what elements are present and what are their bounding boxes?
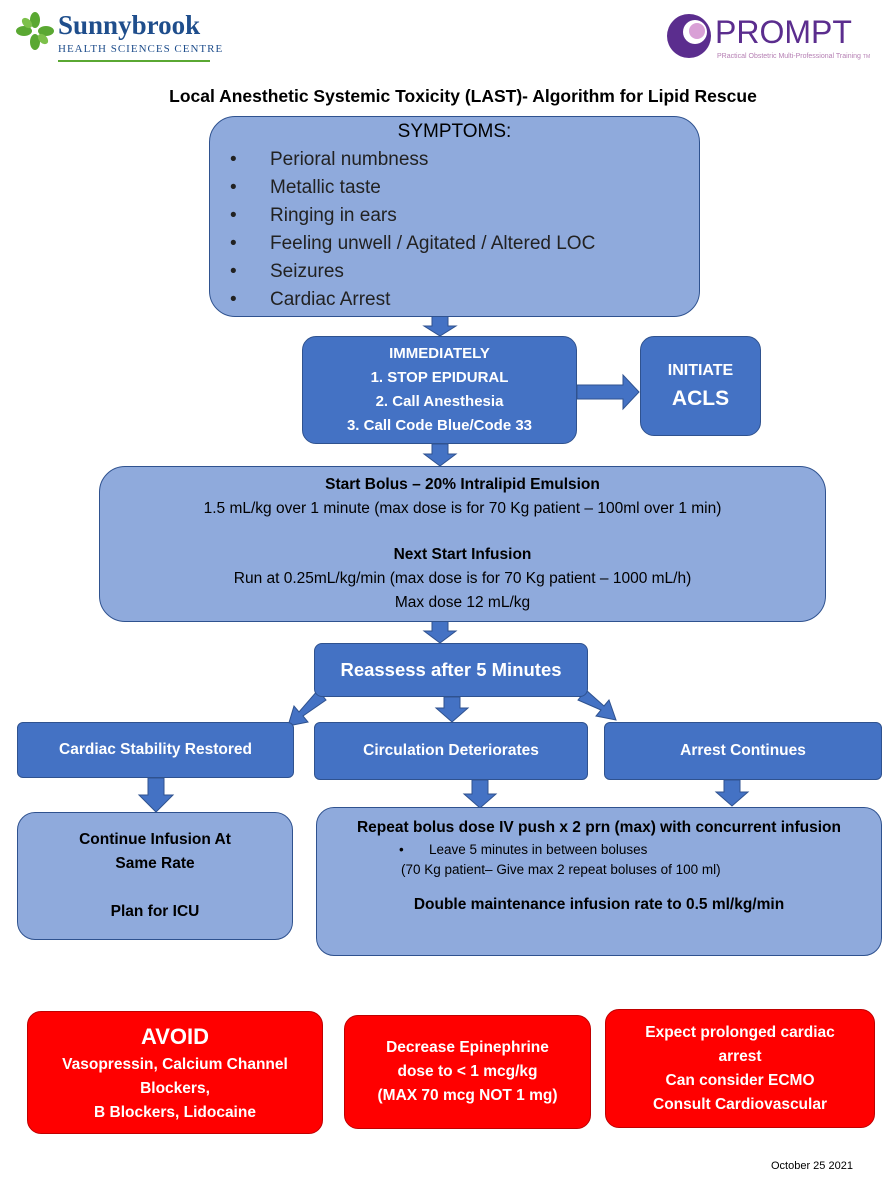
repeat-note: (70 Kg patient– Give max 2 repeat boluse… [401,862,721,877]
immediately-heading: IMMEDIATELY [389,345,490,362]
prompt-subtitle: PRactical Obstetric Multi-Professional T… [717,53,871,60]
initiate-label: INITIATE [667,362,734,379]
arrow-left-diag [287,689,327,727]
bolus-box: Start Bolus – 20% Intralipid Emulsion 1.… [99,466,826,622]
prompt-circle-icon [667,14,711,58]
symptom-item: Cardiac Arrest [210,286,699,314]
symptom-item: Perioral numbness [210,146,699,174]
page-title: Local Anesthetic Systemic Toxicity (LAST… [169,86,757,106]
arrow-down-right [714,779,750,807]
bolus-dose: 1.5 mL/kg over 1 minute (max dose is for… [203,500,722,517]
arrow-down-2 [422,443,458,467]
avoid-heading: AVOID [140,1023,210,1049]
infusion-max: Max dose 12 mL/kg [394,594,531,611]
prompt-logo: PROMPT PRactical Obstetric Multi-Profess… [665,10,875,68]
symptom-item: Seizures [210,258,699,286]
arrow-down-3 [422,620,458,644]
arrow-down-1 [422,315,458,337]
sunnybrook-subtitle: HEALTH SCIENCES CENTRE [58,43,224,55]
sunnybrook-underline [58,60,210,62]
avoid-line: Vasopressin, Calcium Channel [62,1055,288,1073]
repeat-footer: Double maintenance infusion rate to 0.5 … [413,896,785,913]
avoid-box: AVOID Vasopressin, Calcium Channel Block… [27,1011,323,1134]
epinephrine-line: (MAX 70 mcg NOT 1 mg) [377,1087,558,1104]
expect-line: Expect prolonged cardiac [645,1023,835,1041]
arrow-right-acls [576,373,640,411]
infusion-rate: Run at 0.25mL/kg/min (max dose is for 70… [233,570,692,587]
symptoms-list: Perioral numbness Metallic taste Ringing… [210,146,699,314]
expect-line: arrest [718,1047,762,1065]
arrow-right-diag [577,689,617,721]
bullet-icon: • [399,842,404,857]
bolus-heading: Start Bolus – 20% Intralipid Emulsion [325,476,600,493]
sunnybrook-logo: Sunnybrook HEALTH SCIENCES CENTRE [16,10,222,66]
epinephrine-line: dose to < 1 mcg/kg [397,1063,538,1080]
symptoms-heading: SYMPTOMS: [397,121,512,142]
avoid-line: B Blockers, Lidocaine [94,1103,256,1121]
repeat-bullet-text: Leave 5 minutes in between boluses [429,842,648,857]
repeat-heading: Repeat bolus dose IV push x 2 prn (max) … [356,819,841,836]
immediately-step: 1. STOP EPIDURAL [370,369,509,386]
continue-line: Same Rate [115,855,195,872]
cardiac-stability-box: Cardiac Stability Restored [17,722,294,778]
circulation-deteriorates-box: Circulation Deteriorates [314,722,588,780]
initiate-acls-box: INITIATE ACLS [640,336,761,436]
epinephrine-box: Decrease Epinephrine dose to < 1 mcg/kg … [344,1015,591,1129]
date-label: October 25 2021 [771,1160,853,1172]
arrest-continues-box: Arrest Continues [604,722,882,780]
acls-label: ACLS [671,387,730,410]
expect-arrest-box: Expect prolonged cardiac arrest Can cons… [605,1009,875,1128]
continue-line: Continue Infusion At [79,831,231,848]
symptom-item: Ringing in ears [210,202,699,230]
leaf-icon [16,12,54,50]
immediately-box: IMMEDIATELY 1. STOP EPIDURAL 2. Call Ane… [302,336,577,444]
infusion-heading: Next Start Infusion [393,546,532,563]
epinephrine-line: Decrease Epinephrine [386,1039,549,1056]
symptom-item: Metallic taste [210,174,699,202]
arrow-down-mid [434,696,470,723]
arrow-down-center [462,779,498,809]
symptom-item: Feeling unwell / Agitated / Altered LOC [210,230,699,258]
symptoms-box: SYMPTOMS: Perioral numbness Metallic tas… [209,116,700,317]
reassess-box: Reassess after 5 Minutes [314,643,588,697]
immediately-step: 3. Call Code Blue/Code 33 [346,417,533,434]
continue-infusion-box: Continue Infusion At Same Rate Plan for … [17,812,293,940]
sunnybrook-name: Sunnybrook [58,10,201,40]
plan-icu: Plan for ICU [110,903,200,920]
repeat-bolus-box: Repeat bolus dose IV push x 2 prn (max) … [316,807,882,956]
expect-line: Consult Cardiovascular [653,1095,827,1113]
immediately-step: 2. Call Anesthesia [375,393,504,410]
arrow-down-left [137,777,175,813]
expect-line: Can consider ECMO [665,1071,815,1089]
repeat-bullet: • Leave 5 minutes in between boluses [317,840,881,859]
avoid-line: Blockers, [140,1079,210,1097]
prompt-name: PROMPT [715,14,852,50]
